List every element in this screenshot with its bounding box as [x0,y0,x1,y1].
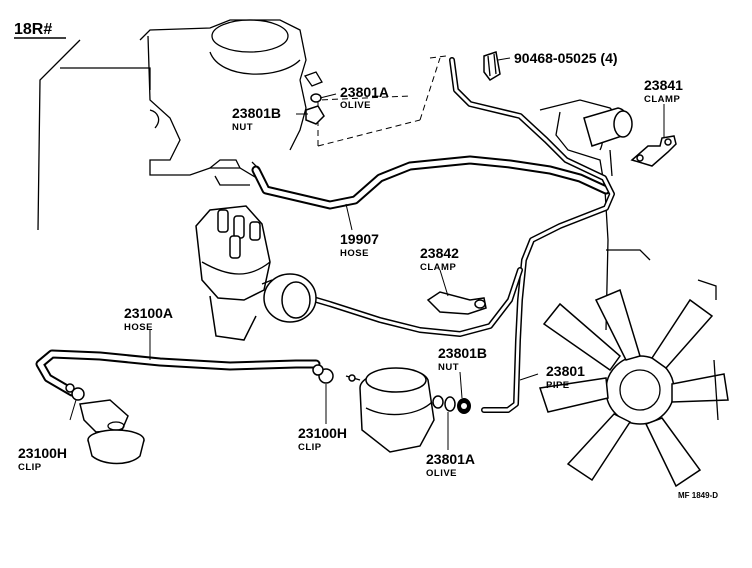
callout-name: CLIP [298,442,322,453]
callout-number: 23841 [644,77,683,93]
callout-name: OLIVE [340,100,371,111]
clip-23100H-left [65,383,85,401]
hose-23100A [35,349,321,397]
callout-23801B-bottom: 23801B NUT [438,345,487,373]
callout-name: NUT [232,122,253,133]
title-text: 18R# [14,21,52,38]
callout-number: 23801B [232,105,281,121]
callout-number: 23801 [546,363,585,379]
callout-23801: 23801 PIPE [546,363,585,391]
cooling-fan [539,279,729,488]
callout-name: CLAMP [420,262,456,273]
callout-number: 23801A [426,451,475,467]
callout-name: CLIP [18,462,42,473]
callout-name: NUT [438,362,459,373]
callout-number: 19907 [340,231,379,247]
callout-23801A-bottom: 23801A OLIVE [426,451,475,479]
callout-23801B-top: 23801B NUT [232,105,281,133]
callout-19907: 19907 HOSE [340,231,379,259]
leader-lines [69,57,665,450]
callout-23100H-left: 23100H CLIP [18,445,67,473]
callout-name: HOSE [124,322,153,333]
callout-23842: 23842 CLAMP [420,245,459,273]
callout-name: PIPE [546,380,570,391]
callout-name: OLIVE [426,468,457,479]
callout-23801A-top: 23801A OLIVE [340,84,389,111]
hose-19907 [251,155,611,210]
callout-number: 90468-05025 (4) [514,50,618,66]
callout-number: 23801A [340,84,389,100]
engine-block-outline [37,19,651,331]
callout-name: HOSE [340,248,369,259]
diagram-title: 18R# [14,21,66,39]
fuel-filter-left [79,399,145,465]
fitting-top [303,71,325,125]
clip-23100H-mid [312,364,334,384]
callout-number: 23801B [438,345,487,361]
fuel-pump-middle [345,367,435,453]
callout-number: 23842 [420,245,459,261]
callout-90468-05025: 90468-05025 (4) [514,50,618,66]
callout-23841: 23841 CLAMP [644,77,683,105]
reference-dashed-lines [317,55,447,147]
callout-23100A: 23100A HOSE [124,305,173,333]
callout-number: 23100H [18,445,67,461]
clamp-23841 [630,135,677,167]
callout-name: CLAMP [644,94,680,105]
callout-number: 23100H [298,425,347,441]
pipe-upper-vacuum [293,57,615,413]
callout-number: 23100A [124,305,173,321]
bolt-90468-05025 [483,51,501,81]
clamp-23842 [426,291,487,315]
reference-code: MF 1849-D [678,491,718,500]
callout-23100H-mid: 23100H CLIP [298,425,347,453]
distributor [195,205,317,341]
fitting-bottom [432,395,471,414]
